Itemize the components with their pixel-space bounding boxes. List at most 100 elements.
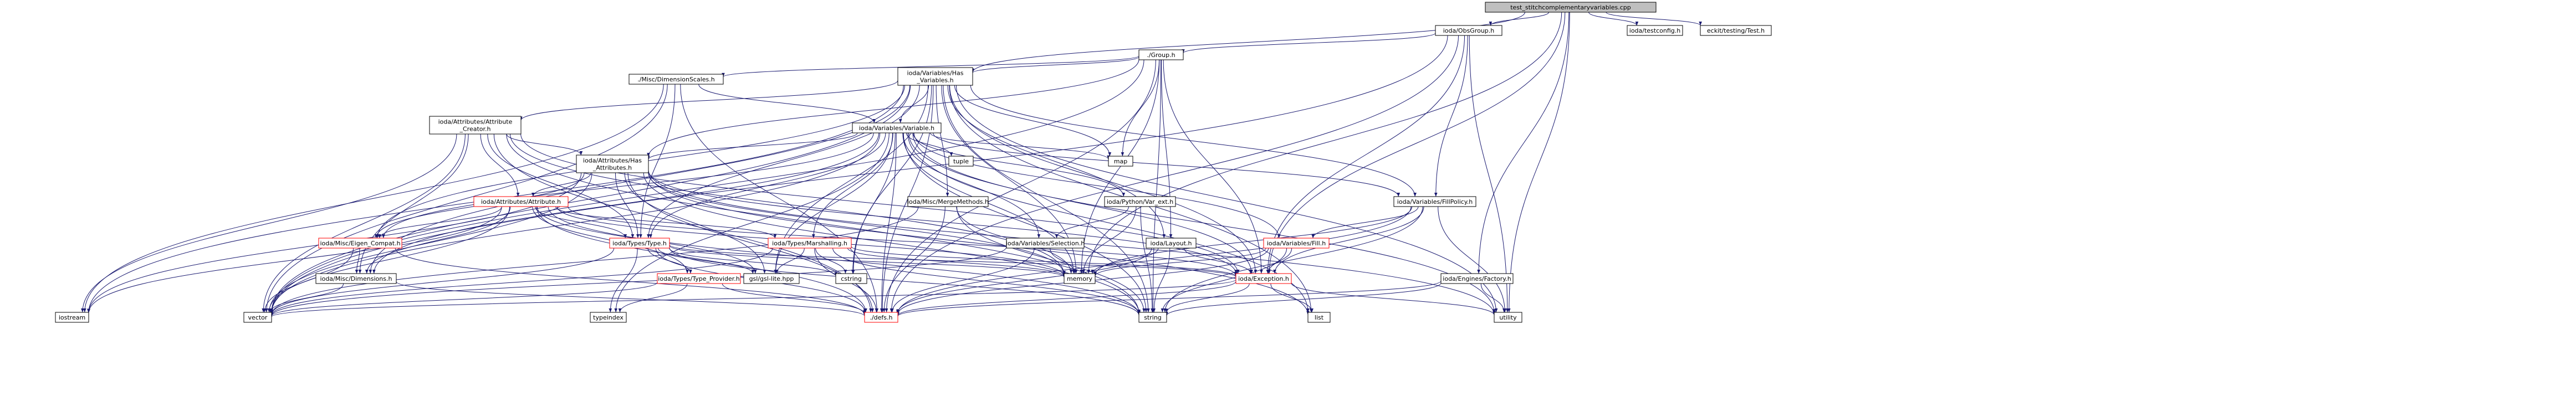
edge-varfill-to-memory — [1093, 248, 1266, 276]
node-obsgroup[interactable]: ioda/ObsGroup.h — [1435, 25, 1502, 36]
node-list[interactable]: list — [1307, 312, 1331, 323]
node-dimensions[interactable]: ioda/Misc/Dimensions.h — [315, 273, 397, 284]
edge-root-to-testconfig — [1588, 12, 1639, 26]
edge-hasvars-to-fillpolicy — [970, 85, 1417, 197]
edge-variable-to-map — [930, 132, 1110, 159]
node-varfill[interactable]: ioda/Variables/Fill.h — [1263, 238, 1330, 249]
node-testconfig[interactable]: ioda/testconfig.h — [1627, 25, 1683, 36]
node-defs[interactable]: ./defs.h — [864, 312, 898, 323]
edge-hasvars-to-utility — [956, 85, 1498, 313]
edge-variable-to-typeindex — [614, 132, 890, 313]
edge-obsgroup-to-fillpolicy — [1434, 35, 1468, 197]
edge-exception-to-string — [1165, 283, 1250, 313]
edge-attrcreator-to-string — [506, 133, 1141, 313]
node-box-eckit — [1700, 25, 1772, 36]
edge-dimscales-to-types — [639, 84, 676, 239]
edge-hasattrs-to-vector — [268, 172, 592, 313]
edge-attrcreator-to-attribute — [480, 133, 520, 197]
node-eigen[interactable]: ioda/Misc/Eigen_Compat.h — [318, 238, 402, 249]
node-cstring[interactable]: cstring — [835, 273, 867, 284]
edge-types-to-string — [669, 247, 1141, 316]
node-layout[interactable]: ioda/Layout.h — [1146, 238, 1197, 249]
node-iostream[interactable]: iostream — [55, 312, 89, 323]
node-label-eigen: ioda/Misc/Eigen_Compat.h — [320, 240, 400, 247]
node-hasattrs[interactable]: ioda/Attributes/Has_Attributes.h — [576, 155, 649, 173]
edge-fillpolicy-to-string — [1163, 206, 1423, 313]
edge-obsgroup-to-group — [1182, 33, 1436, 54]
edge-exception-to-utility — [1291, 282, 1496, 316]
edge-variable-to-hasattrs — [647, 132, 858, 160]
node-group[interactable]: ./Group.h — [1138, 49, 1184, 60]
edge-typeprovider-to-vector — [270, 282, 658, 317]
edge-marshalling-to-gsl — [775, 248, 805, 274]
edge-attrcreator-to-hasattrs — [506, 133, 583, 156]
edge-hasvars-to-map — [954, 85, 1112, 157]
node-label-defs: ./defs.h — [870, 314, 892, 321]
edge-hasvars-to-types — [647, 85, 920, 239]
node-attrcreator[interactable]: ioda/Attributes/Attribute_Creator.h — [429, 116, 522, 135]
node-label-fillpolicy: ioda/Variables/FillPolicy.h — [1397, 198, 1473, 205]
node-typeindex[interactable]: typeindex — [590, 312, 627, 323]
node-enginefactory[interactable]: ioda/Engines/Factory.h — [1440, 273, 1514, 284]
node-label-gsl: gsl/gsl-lite.hpp — [749, 275, 794, 282]
node-label-dimensions: ioda/Misc/Dimensions.h — [320, 275, 392, 282]
edge-exception-to-vector — [270, 279, 1236, 317]
edge-hasvars-to-dimensions — [369, 85, 911, 274]
node-hasvars[interactable]: ioda/Variables/Has_Variables.h — [897, 67, 973, 86]
node-box-hasattrs — [576, 155, 649, 173]
node-types[interactable]: ioda/Types/Type.h — [609, 238, 670, 249]
node-dimscales[interactable]: ./Misc/DimensionScales.h — [628, 74, 724, 85]
node-tuple[interactable]: tuple — [948, 156, 974, 167]
node-box-enginefactory — [1440, 273, 1514, 284]
node-label-testconfig: ioda/testconfig.h — [1629, 27, 1680, 34]
node-label-enginefactory: ioda/Engines/Factory.h — [1443, 275, 1511, 282]
node-label-obsgroup: ioda/ObsGroup.h — [1443, 27, 1495, 34]
edge-attribute-to-marshalling — [555, 206, 777, 239]
edge-root-to-exception — [1267, 12, 1566, 274]
node-typeprovider[interactable]: ioda/Types/Type_Provider.h — [657, 273, 741, 284]
node-eckit[interactable]: eckit/testing/Test.h — [1700, 25, 1772, 36]
edge-marshalling-to-vector — [270, 248, 773, 316]
node-string[interactable]: string — [1138, 312, 1167, 323]
node-box-dimensions — [315, 273, 397, 284]
node-marshalling[interactable]: ioda/Types/Marshalling.h — [768, 238, 852, 249]
node-label-attribute: ioda/Attributes/Attribute.h — [481, 198, 561, 205]
node-attribute[interactable]: ioda/Attributes/Attribute.h — [473, 196, 569, 207]
node-label-attrcreator: _Creator.h — [459, 126, 491, 133]
node-gsl[interactable]: gsl/gsl-lite.hpp — [743, 273, 800, 284]
edge-hasattrs-to-string — [643, 172, 1141, 313]
node-variable[interactable]: ioda/Variables/Variable.h — [852, 122, 942, 133]
edge-group-to-hasvars — [971, 56, 1139, 73]
node-box-gsl — [743, 273, 800, 284]
edge-mergemethods-to-string — [956, 206, 1146, 313]
node-exception[interactable]: ioda/Exception.h — [1235, 273, 1292, 284]
edge-obsgroup-to-defs — [890, 35, 1459, 313]
edge-attribute-to-dimensions — [365, 206, 511, 274]
node-label-typeprovider: ioda/Types/Type_Provider.h — [658, 275, 739, 282]
edge-types-to-vector — [270, 248, 615, 315]
node-label-hasattrs: _Attributes.h — [592, 164, 632, 172]
node-box-cstring — [835, 273, 867, 284]
edge-marshalling-to-exception — [851, 246, 1238, 277]
node-label-layout: ioda/Layout.h — [1150, 240, 1192, 247]
node-fillpolicy[interactable]: ioda/Variables/FillPolicy.h — [1393, 196, 1476, 207]
edge-dimensions-to-vector — [269, 283, 344, 313]
node-root[interactable]: test_stitchcomplementaryvariables.cpp — [1485, 2, 1657, 13]
edge-fillpolicy-to-utility — [1438, 206, 1507, 313]
edge-typeprovider-to-defs — [722, 283, 866, 314]
node-label-group: ./Group.h — [1147, 52, 1175, 59]
node-box-obsgroup — [1435, 25, 1502, 36]
node-selection[interactable]: ioda/Variables/Selection.h — [1006, 238, 1085, 249]
edge-variable-to-exception — [908, 132, 1253, 274]
edge-obsgroup-to-utility — [1469, 35, 1509, 313]
edge-group-to-string — [1151, 59, 1162, 313]
node-utility[interactable]: utility — [1494, 312, 1522, 323]
node-mergemethods[interactable]: ioda/Misc/MergeMethods.h — [907, 196, 989, 207]
node-map[interactable]: map — [1108, 156, 1133, 167]
node-box-selection — [1006, 238, 1085, 249]
node-vector[interactable]: vector — [243, 312, 272, 323]
node-memory[interactable]: memory — [1064, 273, 1096, 284]
edge-root-to-eckit — [1606, 12, 1702, 26]
node-pythonvar[interactable]: ioda/Python/Var_ext.h — [1104, 196, 1176, 207]
node-label-varfill: ioda/Variables/Fill.h — [1267, 240, 1326, 247]
